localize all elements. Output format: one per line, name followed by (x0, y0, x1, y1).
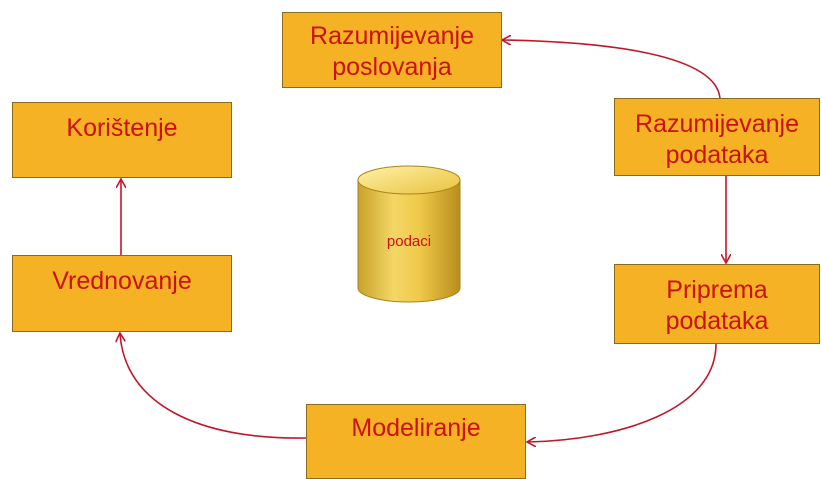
edge-razumijevanje-podataka-to-razumijevanje-poslovanja (503, 40, 721, 99)
database-label: podaci (386, 233, 432, 250)
node-razumijevanje-podataka: Razumijevanje podataka (614, 98, 820, 176)
node-label-line1: Razumijevanje (635, 110, 799, 138)
node-label-line1: Razumijevanje (310, 22, 474, 50)
node-razumijevanje-poslovanja: Razumijevanje poslovanja (282, 12, 502, 88)
node-label-line1: Korištenje (66, 114, 178, 142)
node-label-line2: podataka (665, 307, 769, 335)
edge-priprema-podataka-to-modeliranje (528, 343, 717, 442)
edge-modeliranje-to-vrednovanje (120, 334, 307, 439)
node-modeliranje: Modeliranje (306, 404, 526, 479)
node-label-line1: Priprema (666, 276, 768, 304)
node-koristenje: Korištenje (12, 102, 232, 178)
node-label-line1: Vrednovanje (52, 267, 192, 295)
node-priprema-podataka: Priprema podataka (614, 264, 820, 344)
node-label-line1: Modeliranje (351, 414, 481, 442)
database-cylinder-icon (357, 165, 461, 303)
node-label-line2: poslovanja (332, 53, 452, 81)
node-vrednovanje: Vrednovanje (12, 255, 232, 332)
node-label-line2: podataka (665, 141, 769, 169)
